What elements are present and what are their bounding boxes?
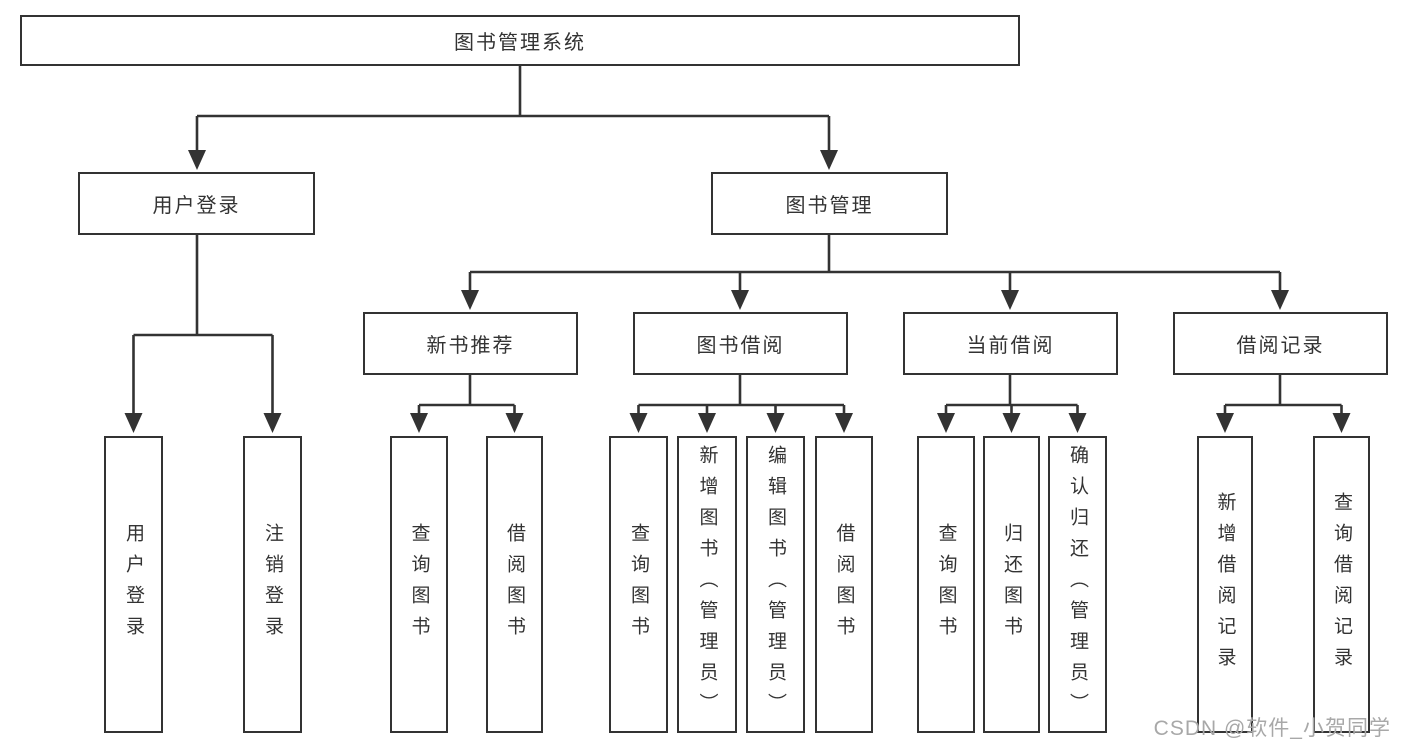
- leaf-query-books-borrowing: 查询图书: [609, 436, 668, 733]
- leaf-label: 编辑图书（管理员）: [765, 445, 786, 724]
- leaf-label: 注销登录: [262, 522, 283, 647]
- arrowheads: [124, 150, 1351, 433]
- leaf-borrow-books-recommend: 借阅图书: [486, 436, 543, 733]
- node-current-borrowing: 当前借阅: [903, 312, 1118, 375]
- leaf-add-books-admin: 新增图书（管理员）: [677, 436, 737, 733]
- watermark: CSDN @软件_小贺同学: [1153, 717, 1391, 740]
- leaf-edit-books-admin: 编辑图书（管理员）: [746, 436, 805, 733]
- leaf-label: 确认归还（管理员）: [1067, 445, 1088, 724]
- leaf-label: 新增借阅记录: [1214, 491, 1236, 678]
- node-new-book-recommendation: 新书推荐: [363, 312, 578, 375]
- leaf-label: 借阅图书: [504, 522, 525, 647]
- leaf-user-login: 用户登录: [104, 436, 163, 733]
- leaf-label: 查询借阅记录: [1331, 491, 1352, 678]
- leaf-label: 查询图书: [628, 522, 649, 647]
- leaf-return-books: 归还图书: [983, 436, 1040, 733]
- leaf-label: 新增图书（管理员）: [696, 445, 718, 724]
- leaf-confirm-return-admin: 确认归还（管理员）: [1048, 436, 1107, 733]
- node-book-borrowing: 图书借阅: [633, 312, 848, 375]
- leaf-label: 借阅图书: [833, 522, 855, 647]
- leaf-borrow-books-borrowing: 借阅图书: [815, 436, 873, 733]
- leaf-label: 查询图书: [935, 522, 957, 647]
- leaf-label: 用户登录: [123, 522, 144, 647]
- leaf-query-books-current: 查询图书: [917, 436, 975, 733]
- leaf-query-books-recommend: 查询图书: [390, 436, 448, 733]
- leaf-label: 查询图书: [408, 522, 430, 647]
- node-book-management: 图书管理: [711, 172, 948, 235]
- leaf-label: 归还图书: [1001, 522, 1022, 647]
- leaf-logout: 注销登录: [243, 436, 302, 733]
- connector-path: [132, 66, 1343, 415]
- leaf-add-borrow-record: 新增借阅记录: [1197, 436, 1253, 733]
- node-library-management-system: 图书管理系统: [20, 15, 1020, 66]
- node-user-login: 用户登录: [78, 172, 315, 235]
- node-borrowing-records: 借阅记录: [1173, 312, 1388, 375]
- leaf-query-borrow-record: 查询借阅记录: [1313, 436, 1370, 733]
